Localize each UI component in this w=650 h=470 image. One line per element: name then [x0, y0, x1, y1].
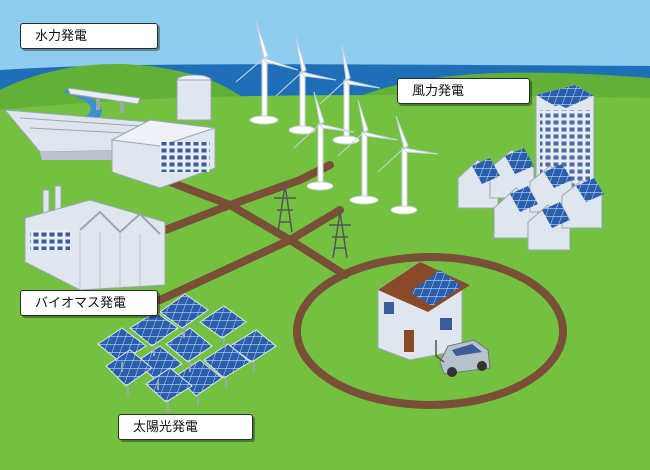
wind-turbines [235, 21, 439, 215]
biomass-factory [24, 185, 166, 291]
city-buildings [457, 84, 604, 251]
power-pylons [274, 184, 351, 259]
solar-farm [97, 293, 277, 412]
label-wind-power: 風力発電 [397, 78, 530, 104]
label-biomass-power: バイオマス発電 [20, 290, 158, 316]
solar-house [377, 261, 470, 361]
label-solar-power: 太陽光発電 [118, 414, 253, 440]
road-network [156, 161, 567, 409]
label-hydro-power: 水力発電 [20, 23, 158, 49]
hydro-plant-building [110, 74, 216, 189]
electric-car [435, 339, 491, 377]
